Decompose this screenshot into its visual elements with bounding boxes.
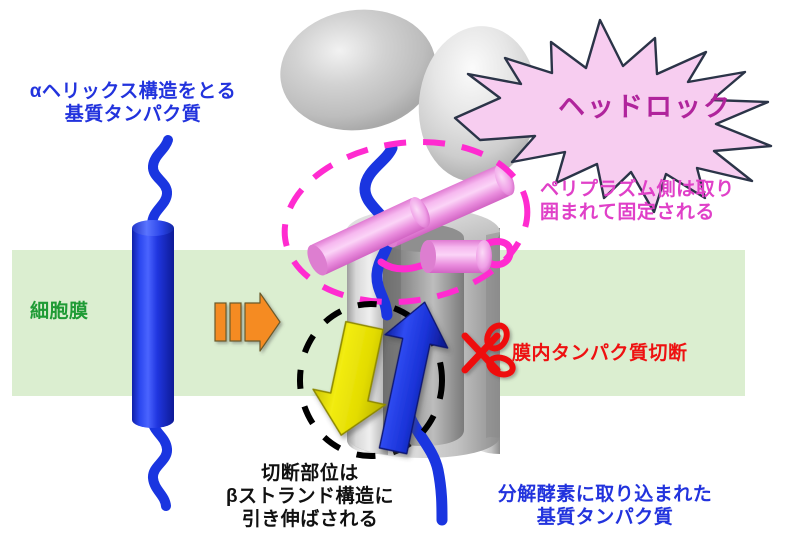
periplasmic-lobe-small bbox=[418, 26, 538, 182]
label-substrate-helix: αヘリックス構造をとる 基質タンパク質 bbox=[29, 81, 237, 126]
periplasmic-lobe-large bbox=[280, 9, 436, 131]
alpha-helix-substrate bbox=[132, 135, 174, 511]
label-engulfed-substrate: 分解酵素に取り込まれた 基質タンパク質 bbox=[497, 484, 713, 529]
label-periplasm-fixed: ペリプラズム側は取り 囲まれて固定される bbox=[540, 179, 735, 224]
beta-strand-arrow-blue bbox=[378, 301, 449, 455]
label-membrane: 細胞膜 bbox=[30, 301, 89, 322]
label-intramembrane-cleavage: 膜内タンパク質切断 bbox=[512, 343, 688, 364]
pull-arrow-yellow bbox=[312, 320, 387, 436]
headlock-burst bbox=[453, 18, 773, 214]
cleavage-highlight-circle bbox=[297, 301, 445, 459]
periplasm-highlight-ellipse bbox=[281, 138, 531, 306]
label-beta-strand: 切断部位は βストランド構造に 引き伸ばされる bbox=[225, 463, 395, 531]
pink-helix-center bbox=[420, 240, 492, 273]
scissors-icon bbox=[461, 322, 516, 378]
pink-helix-left bbox=[307, 197, 430, 276]
label-headlock: ヘッドロック bbox=[558, 92, 732, 122]
transition-arrow-orange bbox=[214, 292, 281, 352]
